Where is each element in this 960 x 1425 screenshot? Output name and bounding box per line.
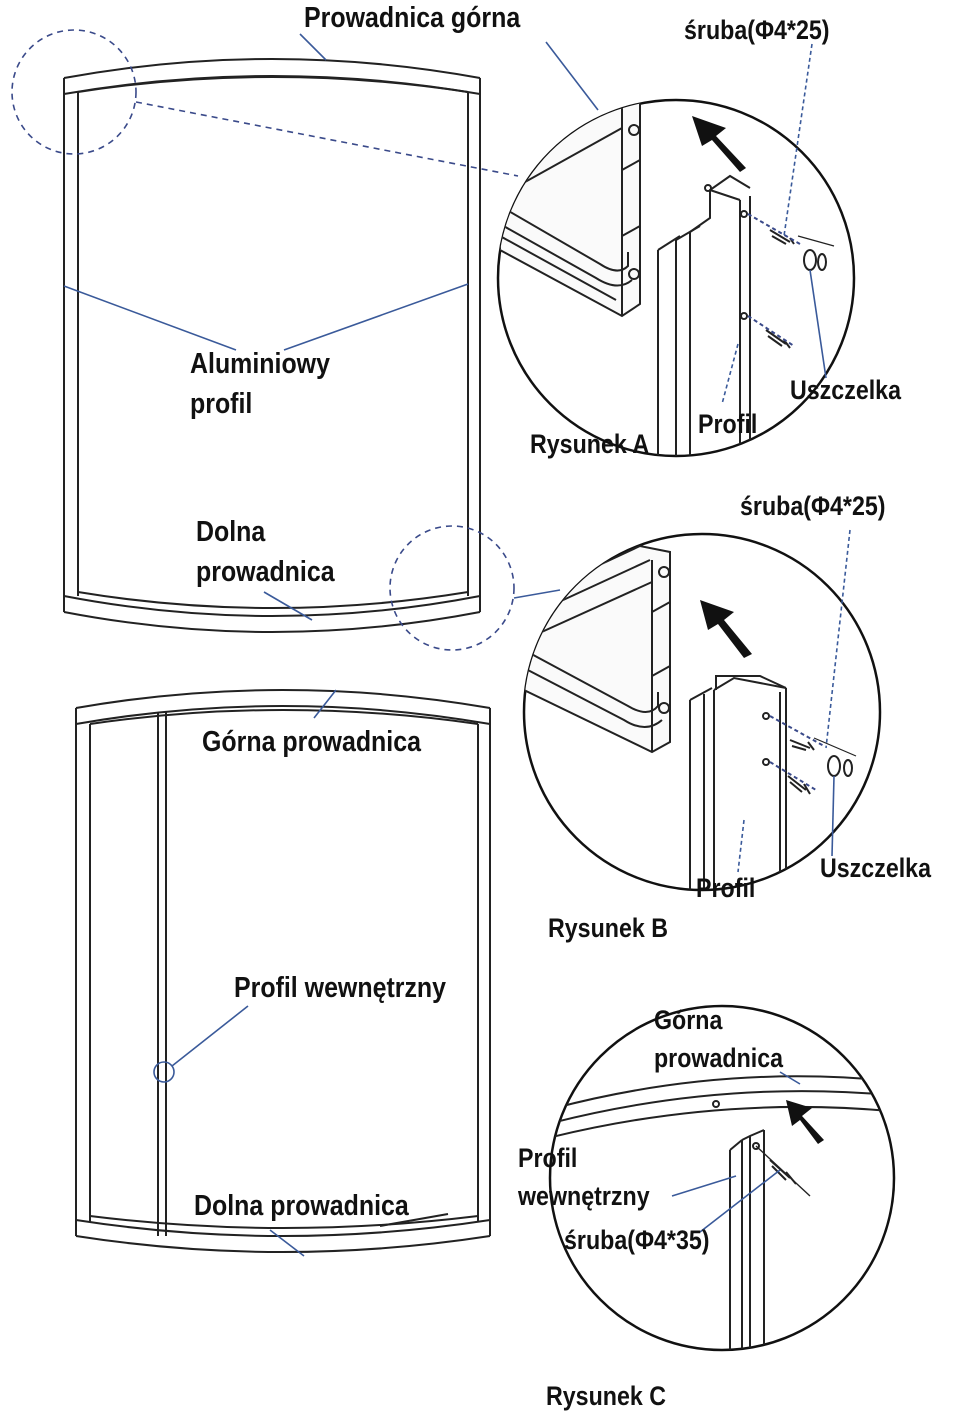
screw-label-a: śruba(Φ4*25) — [684, 15, 830, 45]
detail-profile-label-c-line2: wewnętrzny — [518, 1181, 650, 1211]
bottom-rail-label-a-line2: prowadnica — [196, 556, 335, 588]
top-rail-label-a: Prowadnica górna — [304, 2, 521, 34]
profile-short-label-a: Profil — [698, 409, 758, 439]
arrow-c — [786, 1100, 824, 1144]
detail-profile-label-c-line1: Profil — [518, 1143, 578, 1173]
top-rail-label-c: Górna prowadnica — [202, 726, 421, 758]
profile-label-a-line2: profil — [190, 388, 253, 420]
profile-short-label-b: Profil — [696, 873, 756, 903]
bottom-rail-label-c: Dolna prowadnica — [194, 1190, 409, 1222]
leaders-detail-b — [737, 529, 851, 873]
caption-a: Rysunek A — [530, 429, 650, 459]
leaders-c — [153, 689, 337, 1257]
detail-screw-label-c: śruba(Φ4*35) — [564, 1225, 710, 1255]
profile-label-a-line1: Aluminiowy — [190, 348, 330, 380]
leaders-a — [63, 33, 469, 621]
caption-b: Rysunek B — [548, 913, 669, 943]
detail-top-rail-label-c-line1: Górna — [654, 1005, 723, 1035]
frame-c — [75, 689, 491, 1253]
detail-c-parts — [550, 1075, 894, 1350]
frame-a — [63, 58, 481, 633]
bottom-rail-label-a-line1: Dolna — [196, 516, 266, 548]
arrow-a — [692, 116, 746, 172]
seal-label-b: Uszczelka — [820, 853, 932, 883]
callout-circle-b — [389, 525, 515, 651]
screw-label-b: śruba(Φ4*25) — [740, 491, 886, 521]
leader-callout-b — [513, 589, 561, 599]
caption-c: Rysunek C — [546, 1381, 667, 1411]
arrow-b — [700, 600, 752, 658]
callout-circle-a — [11, 29, 519, 177]
inner-profile-label-c: Profil wewnętrzny — [234, 972, 447, 1004]
leaders-detail-c — [671, 1071, 801, 1233]
leaders-detail-a — [545, 41, 827, 405]
seal-label-a: Uszczelka — [790, 375, 902, 405]
detail-top-rail-label-c-line2: prowadnica — [654, 1043, 784, 1073]
